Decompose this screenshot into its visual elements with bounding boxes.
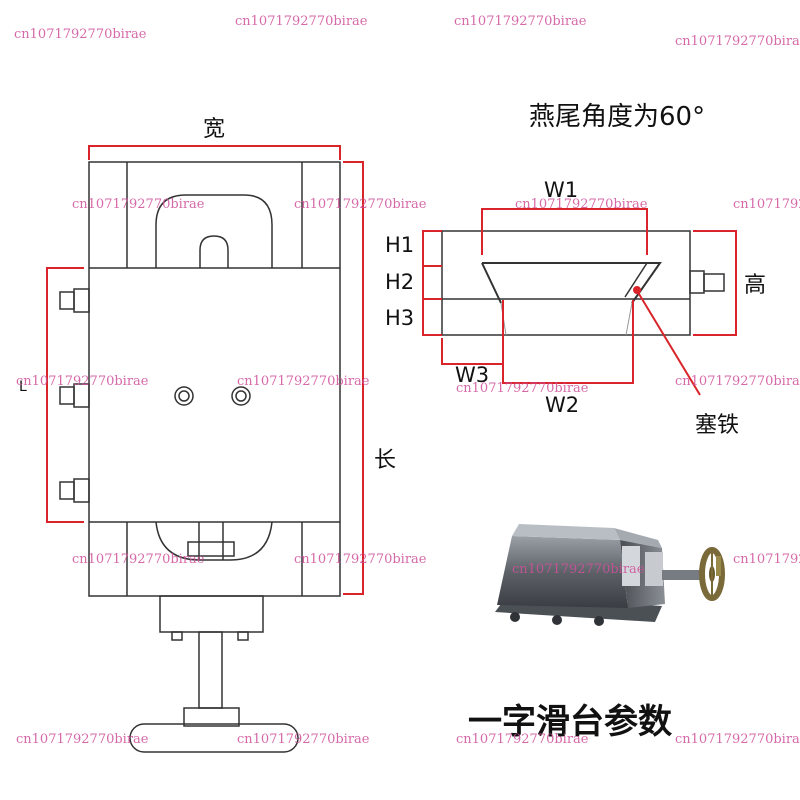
front-dimensions: [46, 145, 364, 595]
dovetail-groove: [481, 262, 662, 304]
slide-body: [88, 161, 341, 597]
dovetail-body: [441, 230, 691, 336]
l-dimension-line: [46, 267, 84, 523]
watermark-text: cn1071792770birae: [294, 552, 427, 567]
watermark-text: cn1071792770birae: [237, 374, 370, 389]
watermarks: cn1071792770birae cn1071792770birae cn10…: [14, 14, 800, 747]
watermark-text: cn1071792770birae: [16, 374, 149, 389]
height-dimension-line: [693, 230, 737, 336]
gib-leader-line: [635, 288, 701, 396]
h-dimension-lines: [422, 230, 442, 336]
handwheel: [129, 723, 299, 753]
watermark-text: cn1071792770birae: [675, 34, 800, 49]
width-label: 宽: [203, 117, 225, 142]
section-screw: [689, 270, 725, 294]
h2-label: H2: [385, 270, 414, 294]
length-label: 长: [374, 448, 396, 473]
mount-hole-right: [231, 386, 251, 406]
watermark-text: cn1071792770birae: [733, 197, 800, 212]
top-slot: [155, 194, 273, 268]
watermark-text: cn1071792770birae: [512, 562, 645, 577]
w3-label: W3: [455, 363, 489, 387]
watermark-text: cn1071792770birae: [675, 374, 800, 389]
watermark-text: cn1071792770birae: [235, 14, 368, 29]
watermark-text: cn1071792770birae: [72, 552, 205, 567]
watermark-text: cn1071792770birae: [294, 197, 427, 212]
watermark-text: cn1071792770birae: [454, 14, 587, 29]
watermark-text: cn1071792770birae: [14, 27, 147, 42]
dovetail-section: [441, 230, 725, 336]
h3-label: H3: [385, 306, 414, 330]
watermark-text: cn1071792770birae: [16, 732, 149, 747]
watermark-text: cn1071792770birae: [515, 197, 648, 212]
watermark-text: cn1071792770birae: [675, 732, 800, 747]
l-label: L: [19, 379, 27, 395]
bottom-slot: [155, 521, 273, 561]
watermark-text: cn1071792770birae: [72, 197, 205, 212]
gib-screw-3: [59, 478, 90, 503]
dovetail-angle-caption: 燕尾角度为60°: [529, 102, 705, 132]
lead-screw-shaft: [198, 631, 223, 709]
width-dimension-line: [88, 145, 341, 160]
w1-dimension-line: [481, 208, 648, 255]
length-dimension-line: [343, 161, 364, 595]
h1-label: H1: [385, 233, 414, 257]
w2-dimension-line: [502, 300, 634, 384]
bearing-block: [159, 595, 264, 633]
w3-dimension-line: [441, 338, 503, 365]
product-caption: 一字滑台参数: [468, 702, 672, 742]
gib-screw-2: [59, 383, 90, 408]
w1-label: W1: [544, 178, 578, 202]
watermark-text: cn1071792770birae: [456, 732, 589, 747]
watermark-text: cn1071792770birae: [733, 552, 800, 567]
gib-label: 塞铁: [695, 413, 739, 438]
w2-label: W2: [545, 393, 579, 417]
dovetail-dimensions: [422, 208, 737, 396]
product-photo: [495, 524, 725, 626]
front-view: [59, 161, 341, 753]
gib-strip: [624, 262, 648, 298]
watermark-text: cn1071792770birae: [237, 732, 370, 747]
height-label: 高: [744, 273, 766, 298]
gib-screw-1: [59, 288, 90, 313]
mount-hole-left: [174, 386, 194, 406]
watermark-text: cn1071792770birae: [456, 381, 589, 396]
